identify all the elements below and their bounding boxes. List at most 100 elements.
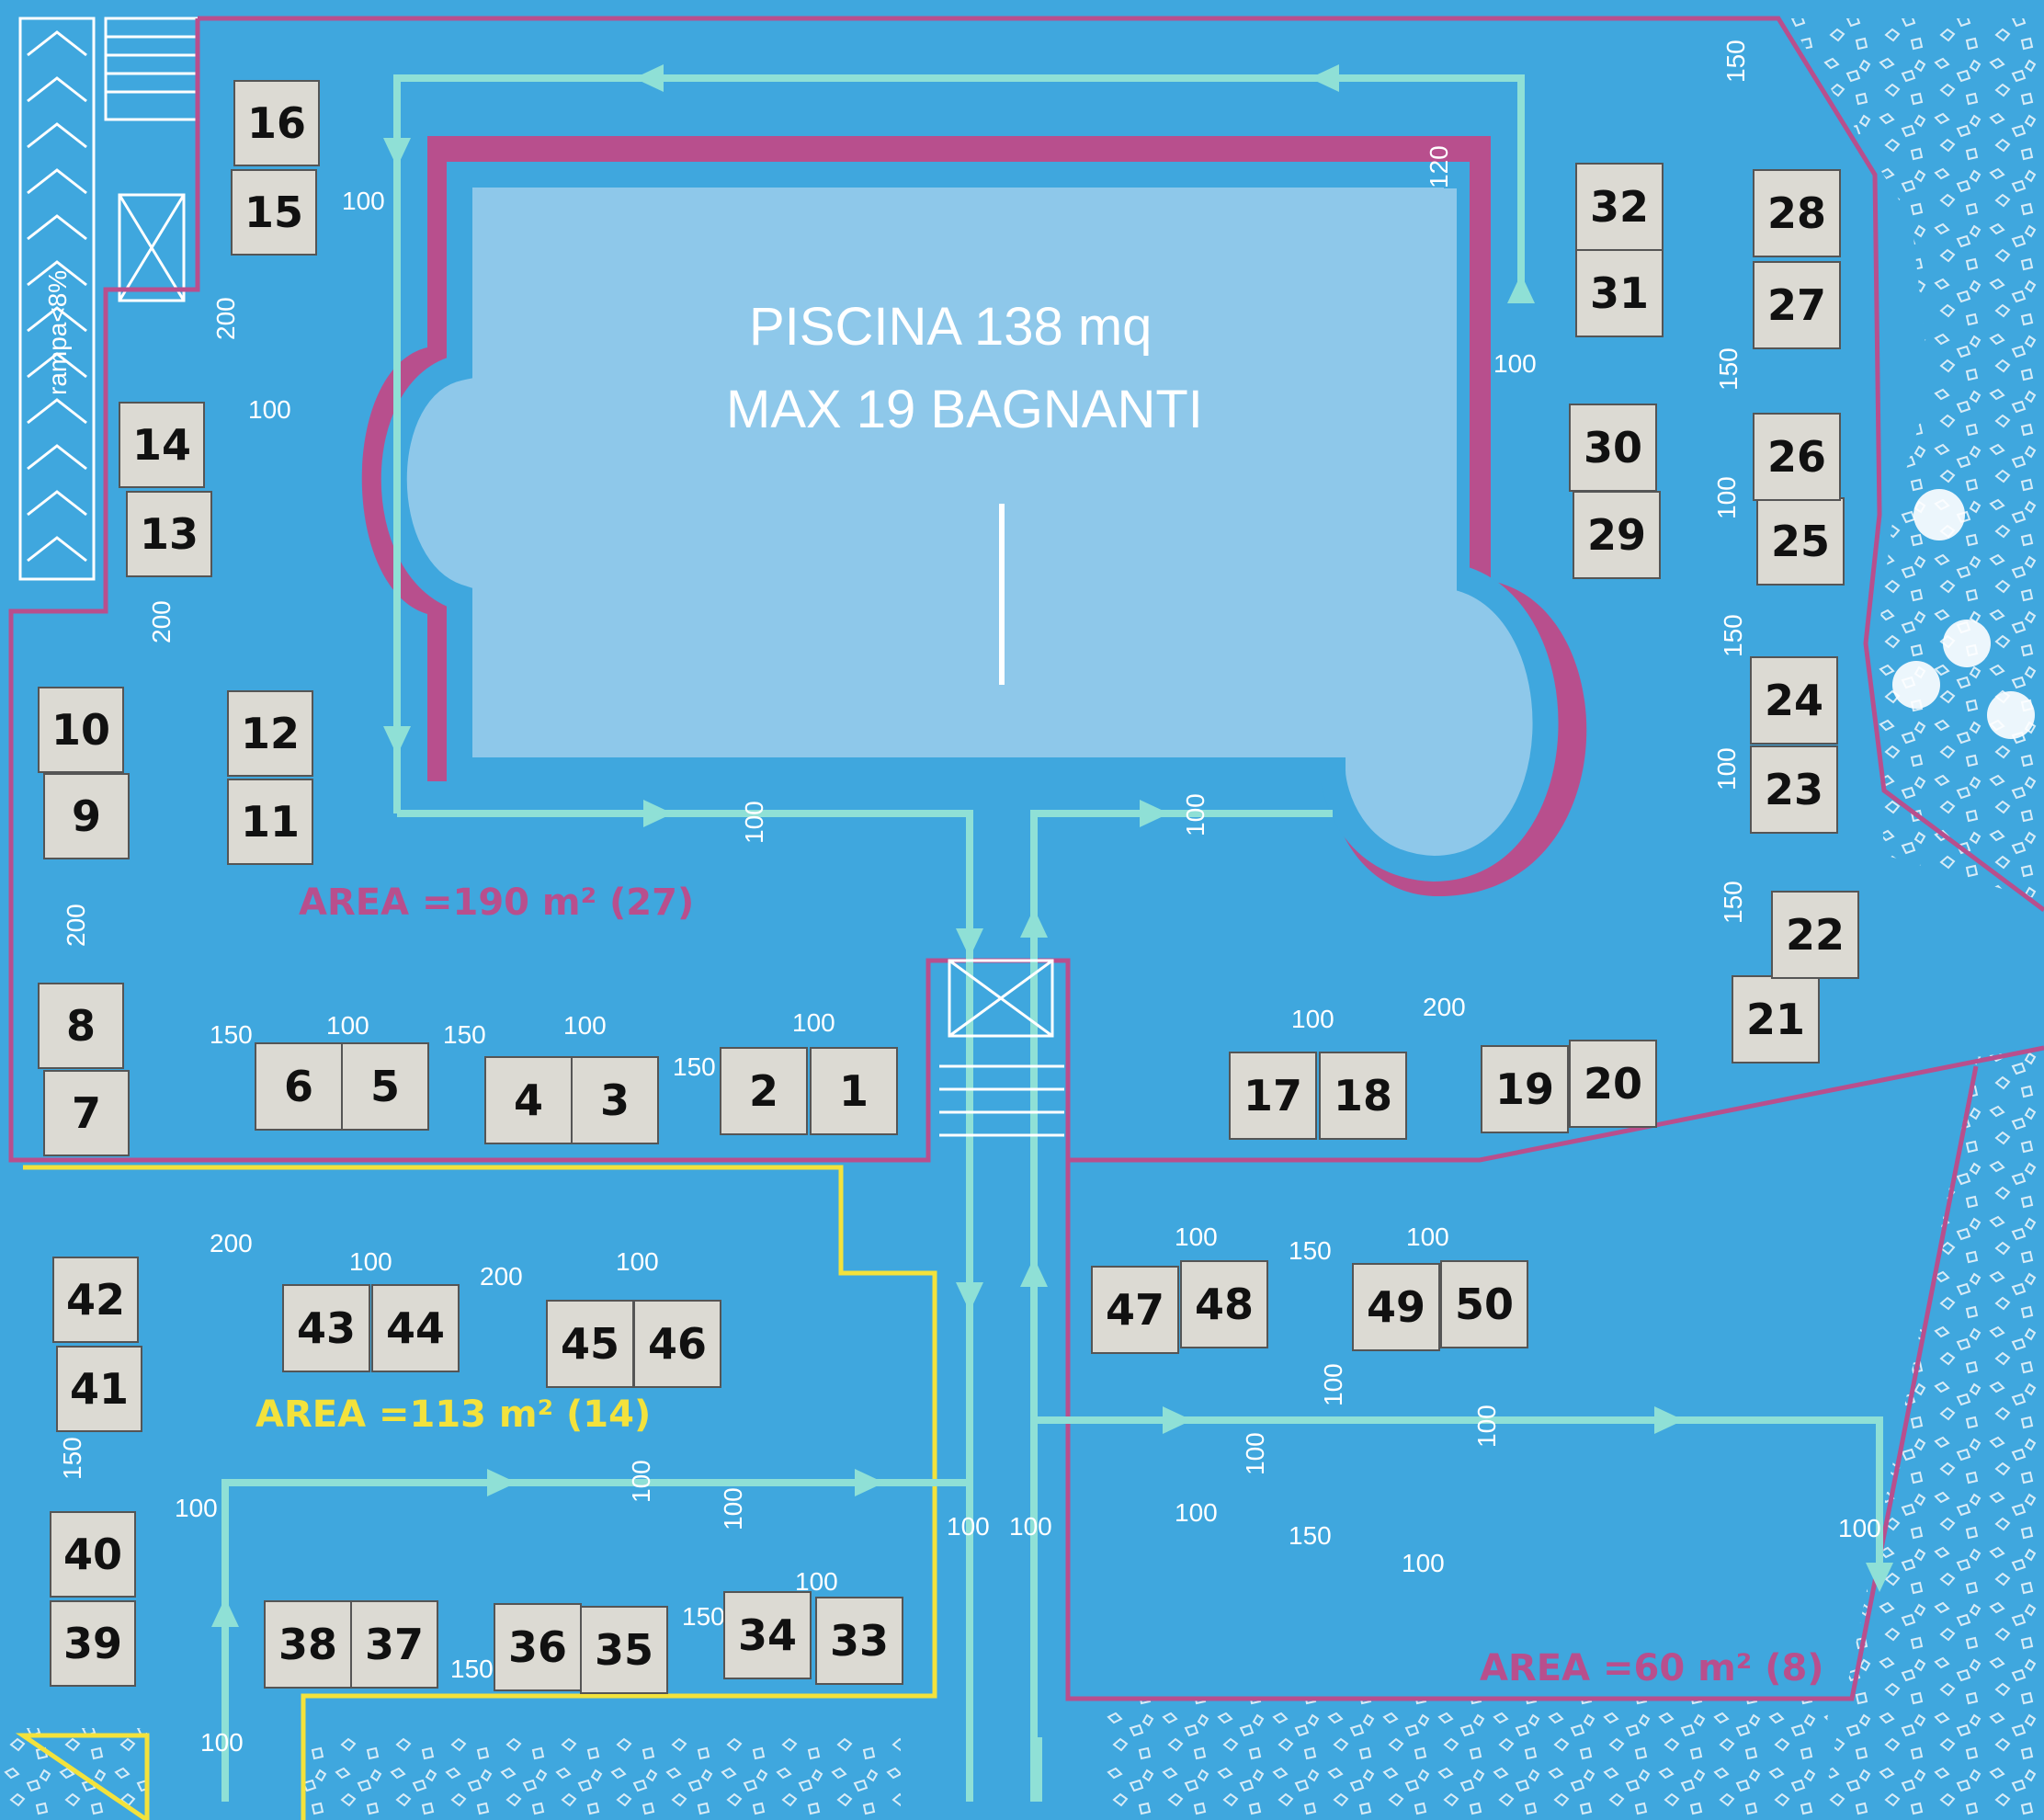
lounger-5[interactable]: 5: [341, 1042, 429, 1131]
lounger-35[interactable]: 35: [580, 1606, 668, 1694]
dimension-label: 100: [947, 1512, 990, 1541]
lounger-number: 3: [600, 1075, 630, 1125]
dimension-label: 200: [211, 297, 240, 340]
lounger-number: 14: [132, 420, 191, 470]
lounger-2[interactable]: 2: [720, 1047, 808, 1135]
lounger-4[interactable]: 4: [484, 1056, 573, 1144]
gravel-area-right: [1788, 18, 2044, 901]
lounger-29[interactable]: 29: [1573, 491, 1661, 579]
lounger-chips: 1 2 3 4 5 6 7 8 9 10 11 12 13 14 15 16 1…: [38, 80, 1859, 1694]
lounger-49[interactable]: 49: [1352, 1263, 1440, 1351]
lounger-10[interactable]: 10: [38, 687, 124, 773]
dimension-label: 100: [1838, 1514, 1881, 1542]
lounger-26[interactable]: 26: [1753, 413, 1841, 501]
dimension-label: 200: [480, 1262, 523, 1291]
lounger-number: 10: [51, 705, 110, 755]
dimension-label: 150: [443, 1020, 486, 1049]
entrance-stairs: [939, 959, 1064, 1137]
dimension-label: 120: [1425, 145, 1453, 188]
lounger-39[interactable]: 39: [50, 1600, 136, 1687]
dimension-label: 100: [1175, 1223, 1218, 1251]
dimension-label: 100: [627, 1460, 655, 1503]
lounger-50[interactable]: 50: [1440, 1260, 1528, 1348]
lounger-27[interactable]: 27: [1753, 261, 1841, 349]
dimension-label: 100: [563, 1011, 607, 1040]
lounger-41[interactable]: 41: [56, 1346, 142, 1432]
lounger-19[interactable]: 19: [1481, 1045, 1569, 1133]
dimension-label: 100: [1009, 1512, 1052, 1541]
dimension-label: 150: [1719, 881, 1747, 924]
lounger-34[interactable]: 34: [723, 1591, 812, 1679]
lounger-7[interactable]: 7: [43, 1070, 130, 1156]
dimension-label: 100: [1291, 1005, 1334, 1033]
lounger-38[interactable]: 38: [264, 1600, 352, 1689]
lounger-number: 47: [1106, 1285, 1164, 1335]
dimension-label: 100: [349, 1247, 392, 1276]
lounger-33[interactable]: 33: [815, 1597, 903, 1685]
dimension-label: 150: [1714, 347, 1743, 391]
lounger-43[interactable]: 43: [282, 1284, 370, 1372]
lounger-8[interactable]: 8: [38, 983, 124, 1069]
lounger-6[interactable]: 6: [255, 1042, 343, 1131]
lounger-42[interactable]: 42: [52, 1257, 139, 1343]
lounger-45[interactable]: 45: [546, 1300, 634, 1388]
dimension-label: 150: [58, 1437, 86, 1480]
lounger-12[interactable]: 12: [227, 690, 313, 777]
dimension-label: 100: [1181, 793, 1209, 836]
lounger-28[interactable]: 28: [1753, 169, 1841, 257]
lounger-number: 37: [365, 1620, 424, 1669]
pool-capacity: MAX 19 BAGNANTI: [726, 380, 1203, 439]
lounger-number: 2: [749, 1066, 778, 1116]
lounger-number: 45: [561, 1319, 619, 1369]
lounger-number: 16: [247, 98, 306, 148]
lounger-number: 13: [140, 509, 199, 559]
lounger-number: 22: [1786, 910, 1845, 960]
area-label-60: AREA =60 m² (8): [1480, 1647, 1824, 1689]
lounger-16[interactable]: 16: [233, 80, 320, 166]
lounger-number: 39: [63, 1619, 122, 1668]
dimension-label: 150: [210, 1020, 253, 1049]
lounger-48[interactable]: 48: [1180, 1260, 1268, 1348]
lounger-18[interactable]: 18: [1319, 1052, 1407, 1140]
dimension-label: 100: [342, 187, 385, 215]
lounger-number: 29: [1587, 510, 1646, 560]
lounger-24[interactable]: 24: [1750, 656, 1838, 745]
dimension-label: 100: [1175, 1498, 1218, 1527]
lounger-25[interactable]: 25: [1756, 497, 1845, 586]
lounger-3[interactable]: 3: [571, 1056, 659, 1144]
lounger-9[interactable]: 9: [43, 773, 130, 859]
lounger-23[interactable]: 23: [1750, 745, 1838, 834]
lounger-17[interactable]: 17: [1229, 1052, 1317, 1140]
dimension-label: 100: [795, 1567, 838, 1596]
lounger-number: 25: [1771, 517, 1830, 566]
lounger-36[interactable]: 36: [494, 1603, 582, 1691]
lounger-number: 32: [1590, 182, 1649, 232]
lounger-22[interactable]: 22: [1771, 891, 1859, 979]
dimension-label: 100: [326, 1011, 369, 1040]
lounger-11[interactable]: 11: [227, 779, 313, 865]
lounger-1[interactable]: 1: [810, 1047, 898, 1135]
lounger-number: 4: [514, 1075, 543, 1125]
lounger-46[interactable]: 46: [633, 1300, 721, 1388]
lounger-44[interactable]: 44: [371, 1284, 460, 1372]
dimension-label: 100: [1241, 1432, 1269, 1475]
lounger-13[interactable]: 13: [126, 491, 212, 577]
lounger-47[interactable]: 47: [1091, 1266, 1179, 1354]
lounger-15[interactable]: 15: [231, 169, 317, 256]
lounger-number: 8: [66, 1001, 96, 1051]
lounger-number: 24: [1765, 676, 1823, 725]
lounger-21[interactable]: 21: [1732, 975, 1820, 1064]
dimension-label: 100: [1493, 349, 1537, 378]
lounger-20[interactable]: 20: [1569, 1040, 1657, 1128]
lounger-number: 42: [66, 1275, 125, 1325]
dimension-label: 150: [682, 1602, 725, 1631]
lounger-40[interactable]: 40: [50, 1511, 136, 1598]
lounger-31[interactable]: 31: [1575, 249, 1664, 337]
lounger-14[interactable]: 14: [119, 402, 205, 488]
pool: [361, 136, 1587, 897]
lounger-32[interactable]: 32: [1575, 163, 1664, 251]
lounger-37[interactable]: 37: [350, 1600, 438, 1689]
dimension-label: 100: [1712, 476, 1741, 519]
lounger-30[interactable]: 30: [1569, 404, 1657, 492]
lounger-number: 17: [1243, 1071, 1302, 1120]
